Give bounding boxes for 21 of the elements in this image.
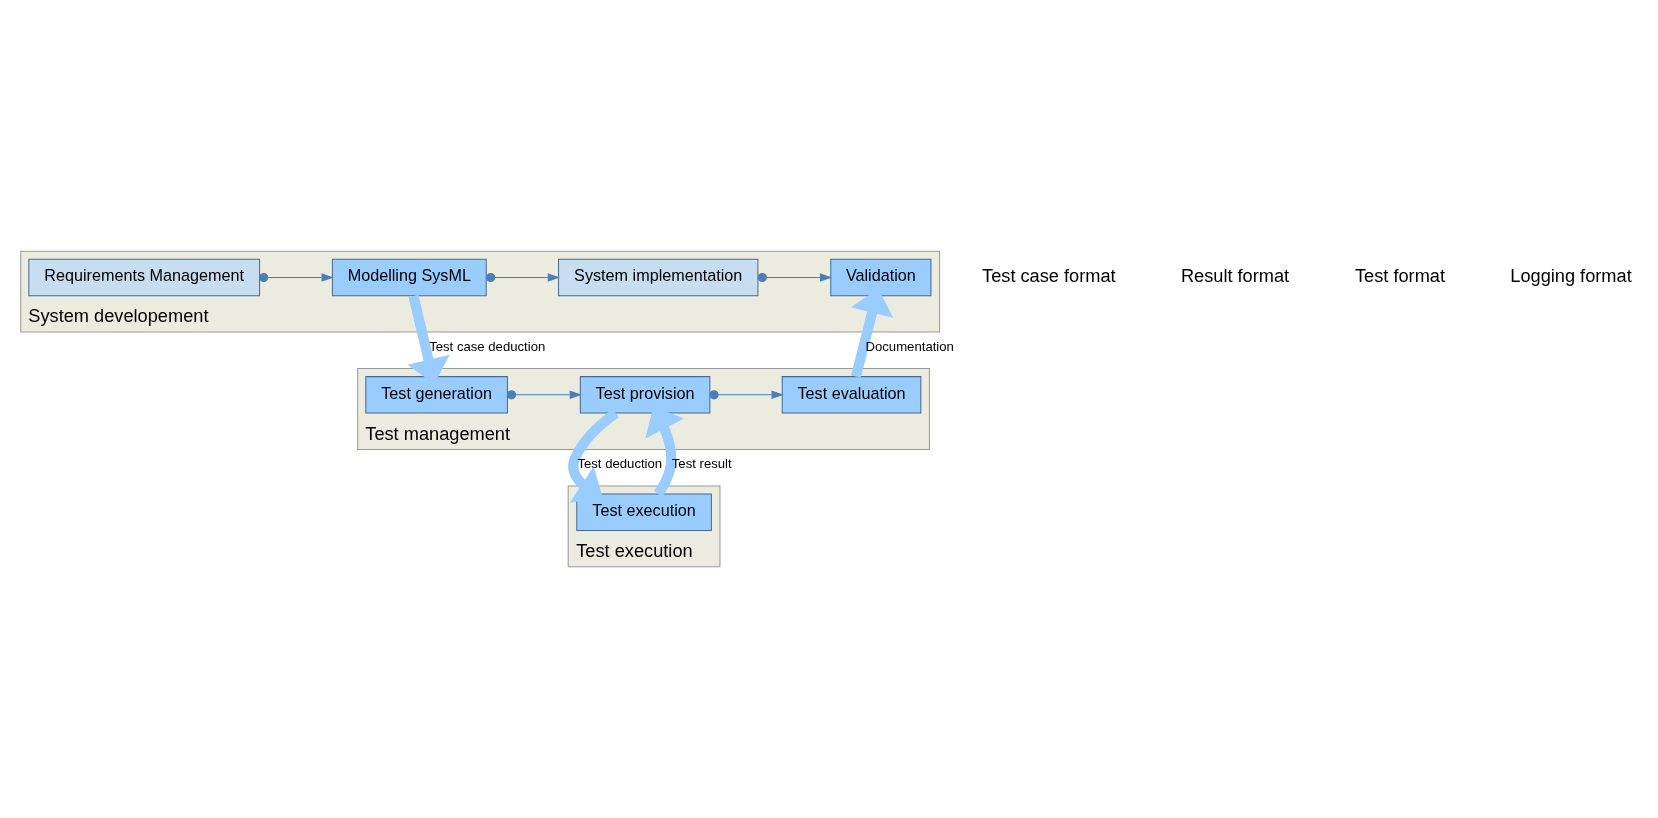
arrow [757,272,833,282]
label: Logging format [1510,265,1632,286]
edge-label: Test result [671,456,732,472]
node-box: Requirements Management [28,258,261,297]
edge-label: Test deduction [577,456,663,472]
arrow [506,390,582,400]
node-box: Test provision [579,376,711,414]
label: Test case format [982,265,1116,286]
arrow [486,272,560,282]
node-box: Modelling SysML [331,258,487,297]
arrow [709,390,784,400]
node-box: Test execution [576,493,712,531]
edge-label: Test case deduction [429,338,546,354]
label: Test format [1354,265,1445,286]
arrow [259,272,334,282]
node-box: Test generation [365,376,508,414]
label: Result format [1180,265,1290,286]
node-box: Validation [830,258,932,297]
node-box: Test evaluation [781,376,922,414]
edge-label: Documentation [865,338,954,354]
node-box: System implementation [558,258,759,297]
